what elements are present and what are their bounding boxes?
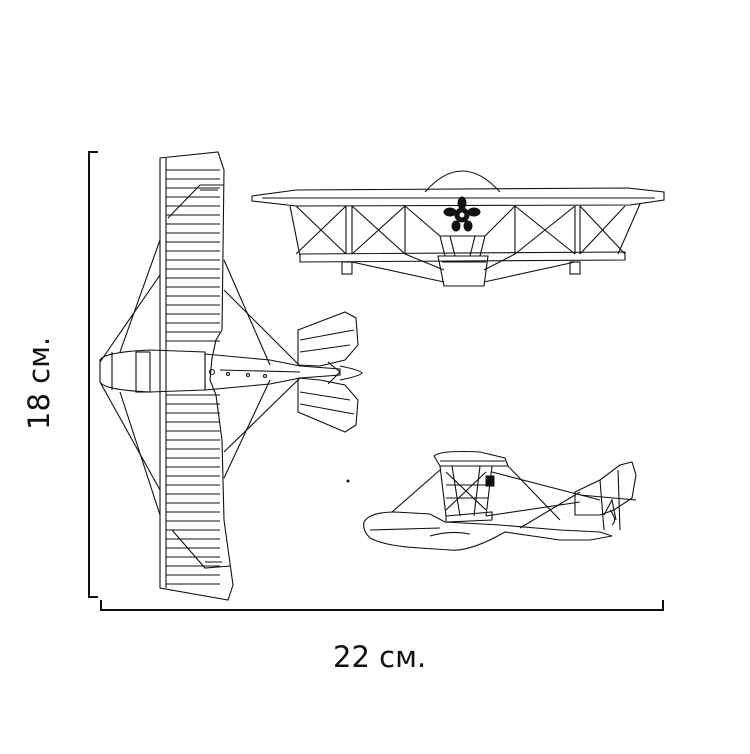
width-dimension-label: 22 см.: [333, 640, 427, 674]
width-dimension-bracket: [100, 600, 664, 611]
wing-ribs: [166, 169, 220, 585]
speck-dot: [346, 479, 350, 483]
top-view-drawing: [99, 151, 363, 601]
front-view-drawing: [251, 170, 665, 287]
side-view-drawing: [363, 450, 637, 551]
height-dimension-bracket: [88, 151, 98, 598]
height-dimension-label: 18 см.: [22, 336, 56, 430]
